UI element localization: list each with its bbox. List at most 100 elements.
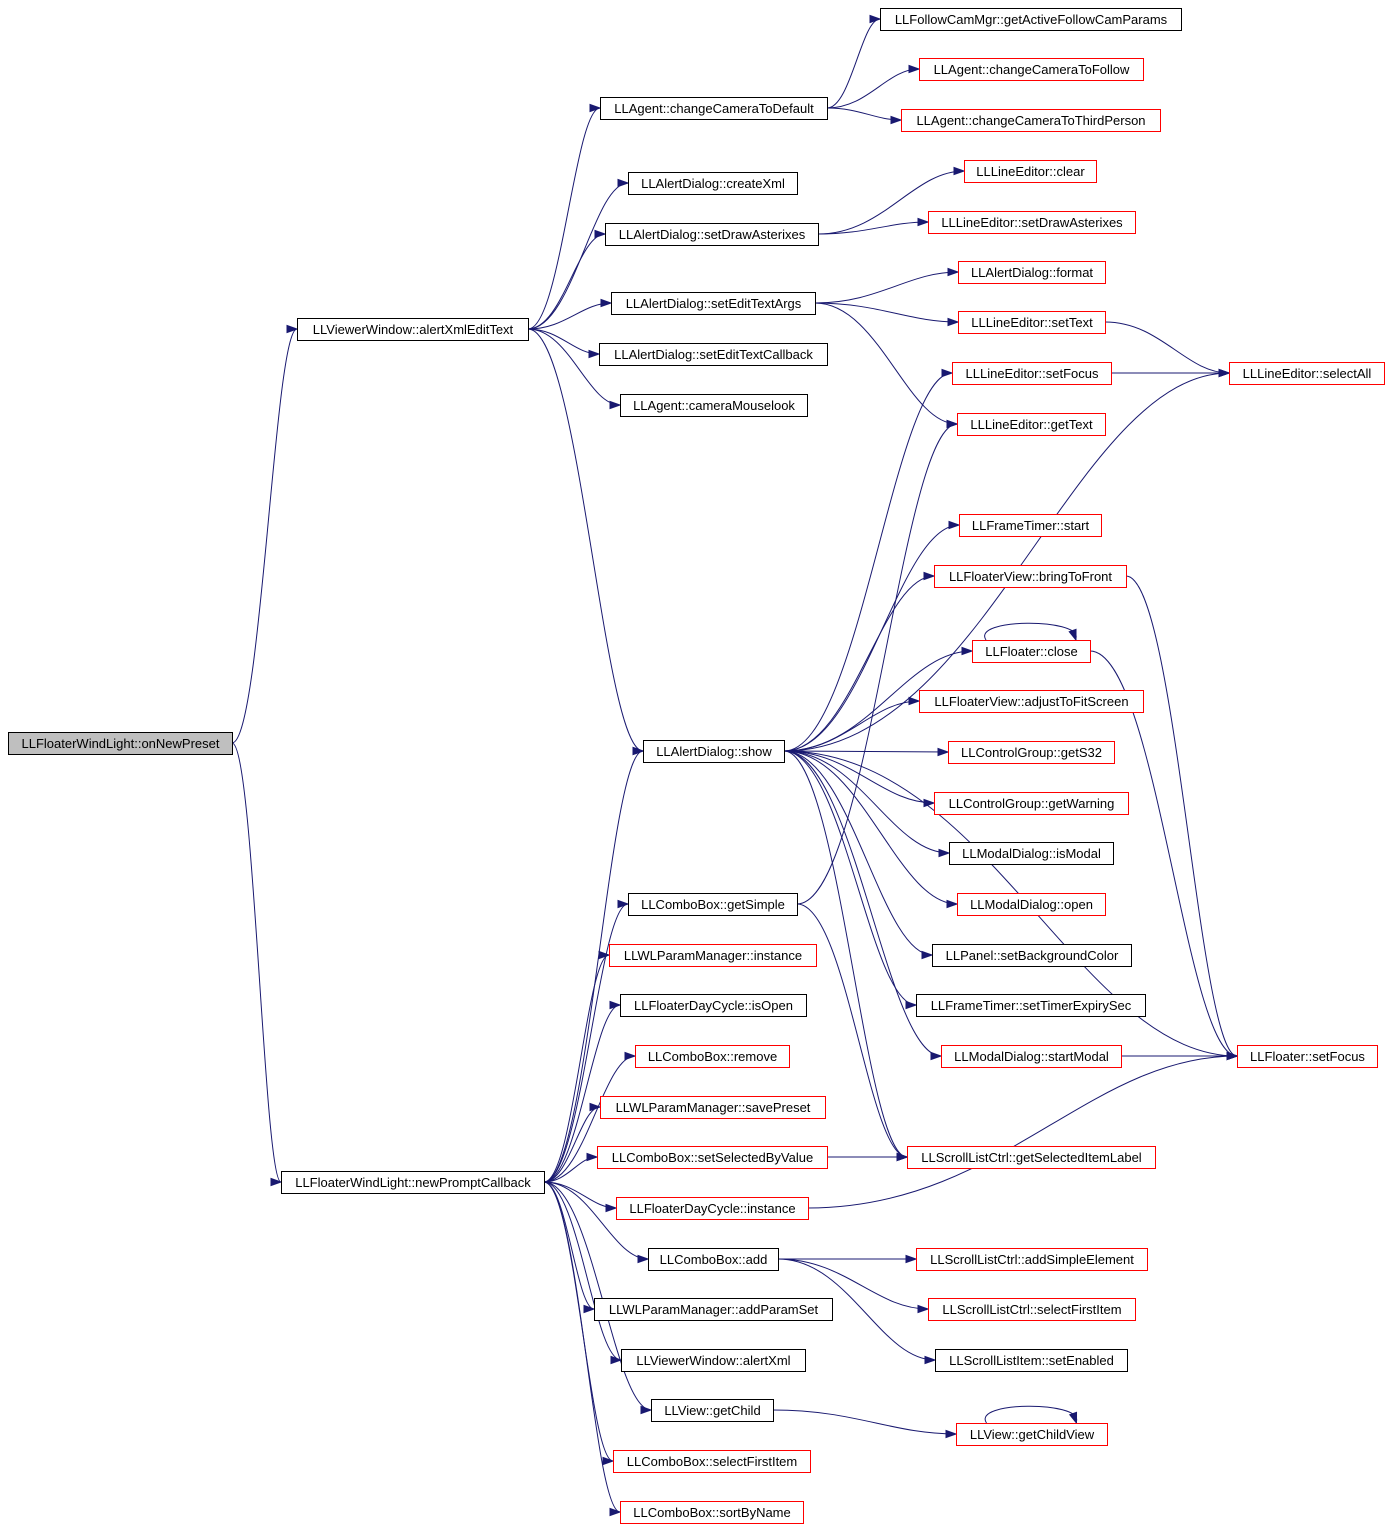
node-box[interactable] (605, 223, 819, 246)
node-comboGetSimple[interactable]: LLComboBox::getSimple (628, 893, 798, 916)
node-wlInstance[interactable]: LLWLParamManager::instance (609, 944, 817, 967)
node-alertXmlEditText[interactable]: LLViewerWindow::alertXmlEditText (297, 318, 529, 341)
node-setDrawAsterixes[interactable]: LLAlertDialog::setDrawAsterixes (605, 223, 819, 246)
node-alertFormat[interactable]: LLAlertDialog::format (958, 261, 1106, 284)
node-floaterClose[interactable]: LLFloater::close (972, 640, 1091, 663)
node-box[interactable] (959, 514, 1102, 537)
node-changeCameraToThirdPerson[interactable]: LLAgent::changeCameraToThirdPerson (901, 109, 1161, 132)
node-changeCameraToFollow[interactable]: LLAgent::changeCameraToFollow (919, 58, 1144, 81)
node-box[interactable] (621, 1349, 806, 1372)
node-isModal[interactable]: LLModalDialog::isModal (949, 842, 1114, 865)
node-viewGetChild[interactable]: LLView::getChild (651, 1399, 774, 1422)
node-box[interactable] (297, 318, 529, 341)
node-box[interactable] (957, 893, 1106, 916)
node-lineClear[interactable]: LLLineEditor::clear (964, 160, 1097, 183)
node-box[interactable] (616, 1197, 809, 1220)
node-setEditTextArgs[interactable]: LLAlertDialog::setEditTextArgs (611, 292, 816, 315)
node-box[interactable] (941, 1045, 1122, 1068)
node-box[interactable] (972, 640, 1091, 663)
node-getS32[interactable]: LLControlGroup::getS32 (948, 741, 1115, 764)
node-dayCycleInstance[interactable]: LLFloaterDayCycle::instance (616, 1197, 809, 1220)
node-root[interactable]: LLFloaterWindLight::onNewPreset (8, 732, 233, 755)
node-lineSetDrawAsterixes[interactable]: LLLineEditor::setDrawAsterixes (928, 211, 1136, 234)
node-box[interactable] (956, 1423, 1108, 1446)
node-box[interactable] (628, 172, 798, 195)
node-box[interactable] (952, 362, 1112, 385)
node-addSimpleElement[interactable]: LLScrollListCtrl::addSimpleElement (916, 1248, 1148, 1271)
node-getChildView[interactable]: LLView::getChildView (956, 1423, 1108, 1446)
node-box[interactable] (919, 58, 1144, 81)
node-modalOpen[interactable]: LLModalDialog::open (957, 893, 1106, 916)
node-scrollItemSetEnabled[interactable]: LLScrollListItem::setEnabled (935, 1349, 1128, 1372)
node-frameTimerStart[interactable]: LLFrameTimer::start (959, 514, 1102, 537)
node-adjustToFitScreen[interactable]: LLFloaterView::adjustToFitScreen (919, 690, 1144, 713)
node-box[interactable] (599, 343, 828, 366)
node-box[interactable] (928, 211, 1136, 234)
node-box[interactable] (635, 1045, 790, 1068)
node-changeCameraToDefault[interactable]: LLAgent::changeCameraToDefault (600, 97, 828, 120)
node-box[interactable] (620, 994, 807, 1017)
node-box[interactable] (597, 1146, 828, 1169)
node-setTimerExpirySec[interactable]: LLFrameTimer::setTimerExpirySec (916, 994, 1146, 1017)
node-box[interactable] (958, 311, 1106, 334)
node-lineSetText[interactable]: LLLineEditor::setText (958, 311, 1106, 334)
node-box[interactable] (901, 109, 1161, 132)
node-box[interactable] (611, 292, 816, 315)
node-dayCycleIsOpen[interactable]: LLFloaterDayCycle::isOpen (620, 994, 807, 1017)
node-box[interactable] (934, 565, 1127, 588)
node-startModal[interactable]: LLModalDialog::startModal (941, 1045, 1122, 1068)
node-box[interactable] (1237, 1045, 1378, 1068)
node-box[interactable] (928, 1298, 1136, 1321)
node-box[interactable] (600, 97, 828, 120)
node-comboAdd[interactable]: LLComboBox::add (648, 1248, 779, 1271)
node-box[interactable] (919, 690, 1144, 713)
node-newPromptCallback[interactable]: LLFloaterWindLight::newPromptCallback (281, 1171, 545, 1194)
node-createXml[interactable]: LLAlertDialog::createXml (628, 172, 798, 195)
node-box[interactable] (620, 1501, 804, 1524)
node-lineSelectAll[interactable]: LLLineEditor::selectAll (1229, 362, 1385, 385)
node-box[interactable] (628, 893, 798, 916)
node-box[interactable] (935, 1349, 1128, 1372)
node-box[interactable] (880, 8, 1182, 31)
node-floaterSetFocus[interactable]: LLFloater::setFocus (1237, 1045, 1378, 1068)
node-comboRemove[interactable]: LLComboBox::remove (635, 1045, 790, 1068)
node-box[interactable] (648, 1248, 779, 1271)
node-setBackgroundColor[interactable]: LLPanel::setBackgroundColor (932, 944, 1132, 967)
node-box[interactable] (281, 1171, 545, 1194)
node-box[interactable] (620, 394, 808, 417)
node-box[interactable] (964, 160, 1097, 183)
node-box[interactable] (948, 741, 1115, 764)
node-bringToFront[interactable]: LLFloaterView::bringToFront (934, 565, 1127, 588)
node-getWarning[interactable]: LLControlGroup::getWarning (934, 792, 1129, 815)
node-comboSelectFirstItem[interactable]: LLComboBox::selectFirstItem (613, 1450, 811, 1473)
node-comboSortByName[interactable]: LLComboBox::sortByName (620, 1501, 804, 1524)
node-alertXml[interactable]: LLViewerWindow::alertXml (621, 1349, 806, 1372)
node-box[interactable] (594, 1298, 833, 1321)
node-box[interactable] (916, 1248, 1148, 1271)
node-savePreset[interactable]: LLWLParamManager::savePreset (600, 1096, 826, 1119)
node-getActiveFollowCamParams[interactable]: LLFollowCamMgr::getActiveFollowCamParams (880, 8, 1182, 31)
node-cameraMouselook[interactable]: LLAgent::cameraMouselook (620, 394, 808, 417)
node-alertShow[interactable]: LLAlertDialog::show (643, 740, 785, 763)
node-box[interactable] (600, 1096, 826, 1119)
node-box[interactable] (949, 842, 1114, 865)
node-setEditTextCallback[interactable]: LLAlertDialog::setEditTextCallback (599, 343, 828, 366)
node-box[interactable] (932, 944, 1132, 967)
node-box[interactable] (958, 261, 1106, 284)
node-comboSetSelectedByValue[interactable]: LLComboBox::setSelectedByValue (597, 1146, 828, 1169)
node-box[interactable] (1229, 362, 1385, 385)
node-box[interactable] (957, 413, 1106, 436)
node-lineSetFocus[interactable]: LLLineEditor::setFocus (952, 362, 1112, 385)
node-box[interactable] (609, 944, 817, 967)
node-getSelectedItemLabel[interactable]: LLScrollListCtrl::getSelectedItemLabel (907, 1146, 1156, 1169)
node-scrollSelectFirstItem[interactable]: LLScrollListCtrl::selectFirstItem (928, 1298, 1136, 1321)
node-addParamSet[interactable]: LLWLParamManager::addParamSet (594, 1298, 833, 1321)
node-box[interactable] (934, 792, 1129, 815)
node-box[interactable] (643, 740, 785, 763)
node-box[interactable] (907, 1146, 1156, 1169)
node-box[interactable] (8, 732, 233, 755)
node-box[interactable] (916, 994, 1146, 1017)
node-box[interactable] (613, 1450, 811, 1473)
node-lineGetText[interactable]: LLLineEditor::getText (957, 413, 1106, 436)
node-box[interactable] (651, 1399, 774, 1422)
